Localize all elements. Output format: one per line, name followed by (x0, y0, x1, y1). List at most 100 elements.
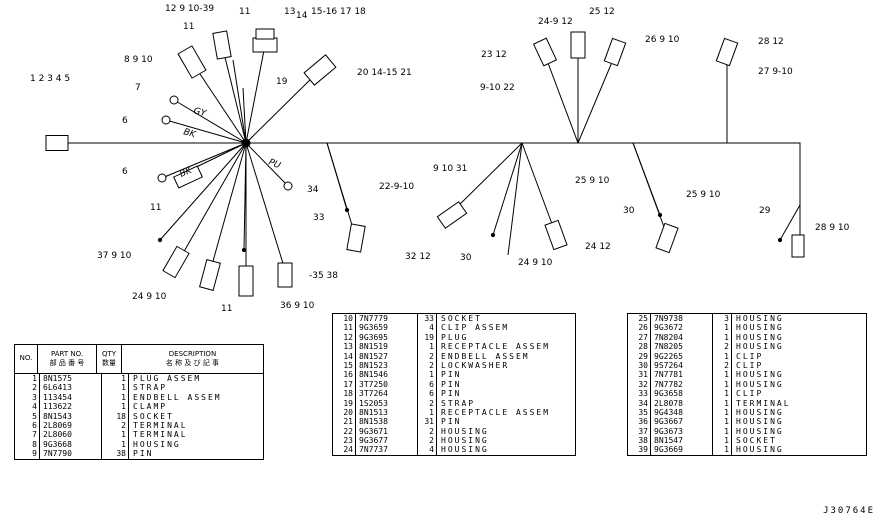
header-part-no-label: PART NO. (50, 349, 84, 358)
cell-qty: 2 (418, 351, 437, 361)
connector-housing (303, 54, 337, 86)
callout-label: 9 10 31 (433, 164, 467, 174)
cell-part: 8N1538 (356, 417, 418, 427)
cell-part: 7N8205 (651, 342, 713, 352)
cell-qty: 1 (102, 392, 129, 403)
callout-label: 32 12 (405, 252, 431, 262)
wire-color-label: GY (192, 106, 208, 119)
cell-no: 13 (333, 342, 356, 352)
cell-desc: STRAP (133, 383, 168, 393)
branch-wire (221, 44, 247, 144)
callout-label: 27 9-10 (758, 67, 793, 77)
cell-desc: SOCKET (133, 411, 174, 421)
callout-label: 29 (759, 206, 771, 216)
connector-body (252, 37, 278, 53)
cell-desc: HOUSING (736, 342, 784, 352)
connector-body (277, 262, 293, 288)
cell-qty: 1 (102, 402, 129, 412)
cell-desc: HOUSING (736, 417, 784, 427)
cell-desc: HOUSING (736, 314, 784, 323)
cell-part: 9G2265 (651, 351, 713, 361)
cell-qty: 18 (102, 411, 129, 421)
branch-wire (245, 142, 289, 187)
cell-part: 9G3671 (356, 426, 418, 437)
cell-desc: PLUG (441, 332, 469, 342)
connector-housing (346, 223, 366, 253)
harness-connectors (45, 28, 805, 297)
cell-no: 2 (15, 383, 40, 393)
branch-wire (245, 44, 266, 144)
connector-housing (791, 234, 805, 258)
drawing-reference-id: J30764E (823, 506, 875, 516)
ring-terminal (157, 173, 167, 183)
cell-qty: 2 (418, 360, 437, 371)
callout-label: 14 (296, 11, 308, 21)
connector-body (162, 245, 190, 279)
cell-qty: 1 (713, 332, 732, 343)
callout-label: 24-9 12 (538, 17, 573, 27)
parts-table-left: NO. PART NO. 部 品 番 号 QTY 数量 DESCRIPTION … (14, 344, 264, 460)
callout-label: 37 9 10 (97, 251, 132, 261)
ring-terminal (283, 181, 293, 191)
clip-marker (344, 207, 350, 213)
branch-wire (243, 142, 247, 251)
cell-no: 34 (628, 398, 651, 408)
wire-color-label: BK (178, 166, 194, 180)
connector-housing (199, 259, 221, 291)
cell-desc: HOUSING (736, 426, 784, 436)
connector-body (655, 222, 679, 254)
cell-part: 9G3672 (651, 323, 713, 333)
cell-desc: TERMINAL (133, 420, 188, 430)
cell-desc: CLAMP (133, 402, 168, 412)
cell-desc: HOUSING (133, 439, 181, 449)
cell-desc: PIN (441, 370, 462, 380)
cell-no: 27 (628, 332, 651, 343)
cell-part: 8N1546 (356, 370, 418, 380)
connector-housing (277, 262, 293, 288)
cell-desc: CLIP (736, 389, 764, 399)
cell-qty: 1 (713, 407, 732, 418)
cell-qty: 1 (102, 439, 129, 450)
branch-wire (451, 142, 523, 213)
branch-wire (521, 142, 556, 233)
cell-desc: RECEPTACLE ASSEM (441, 407, 551, 417)
cell-part: 9G3668 (40, 439, 102, 450)
connector-body (715, 37, 739, 67)
cell-part: 7N7781 (651, 370, 713, 380)
callout-label: 20 14-15 21 (357, 68, 412, 78)
connector-housing (238, 265, 254, 297)
cell-no: 22 (333, 426, 356, 437)
callout-label: 11 (221, 304, 232, 314)
cell-qty: 1 (102, 374, 129, 384)
cell-no: 32 (628, 379, 651, 390)
callout-label: 33 (313, 213, 324, 223)
cell-no: 33 (628, 389, 651, 399)
cell-no: 17 (333, 379, 356, 390)
cell-no: 7 (15, 430, 40, 440)
branch-wire (232, 59, 247, 144)
callout-label: 30 (623, 206, 635, 216)
ring-terminal (161, 115, 171, 125)
connector-housing (45, 135, 69, 151)
cell-part: 7N7779 (356, 314, 418, 324)
cell-no: 36 (628, 417, 651, 427)
callout-label: 24 9 10 (132, 292, 167, 302)
callout-label: 23 12 (481, 50, 507, 60)
